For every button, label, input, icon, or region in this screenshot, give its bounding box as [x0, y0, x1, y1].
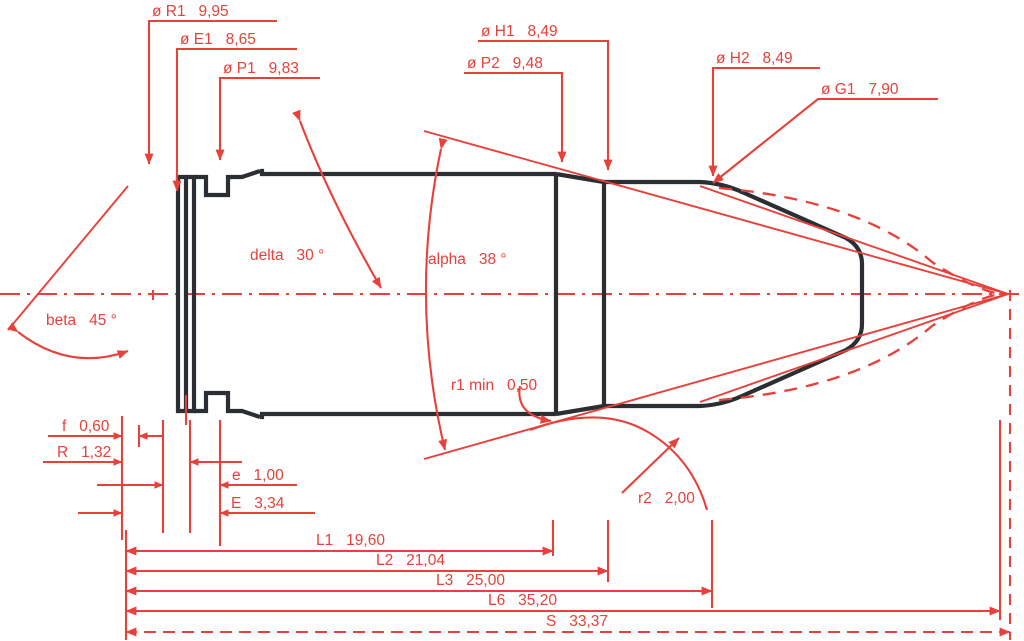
- radius-label-r1: r1 min 0,50: [451, 377, 538, 394]
- dimension-callout-E1: ø E1 8,65: [172, 31, 297, 192]
- angle-label-beta: beta 45 °: [46, 312, 117, 329]
- angle-callout-beta: beta 45 °: [7, 312, 129, 360]
- cone-construction-lines: [7, 130, 1009, 460]
- length-label-L6: L6 35,20: [488, 592, 557, 609]
- dimension-callout-G1: ø G1 7,90: [712, 81, 938, 184]
- detail-label-f: f 0,60: [62, 418, 110, 435]
- angle-callout-alpha: alpha 38 °: [424, 137, 507, 451]
- angle-label-alpha: alpha 38 °: [428, 251, 507, 268]
- dimension-callout-P2: ø P2 9,48: [464, 55, 567, 163]
- radius-callout-r1: r1 min 0,50: [451, 377, 552, 424]
- length-label-L1: L1 19,60: [316, 532, 385, 549]
- length-label-S: S 33,37: [546, 613, 608, 630]
- dimension-label-P2: ø P2 9,48: [467, 55, 543, 72]
- dimension-label-H2: ø H2 8,49: [716, 50, 793, 67]
- dimension-callout-H1: ø H1 8,49: [478, 23, 613, 171]
- dimension-callout-R1: ø R1 9,95: [144, 3, 277, 165]
- ogive-projection-curve: [718, 186, 1001, 402]
- dimension-label-H1: ø H1 8,49: [481, 23, 558, 40]
- dimension-label-P1: ø P1 9,83: [223, 60, 299, 77]
- dimension-label-G1: ø G1 7,90: [821, 81, 899, 98]
- detail-label-E: E 3,34: [231, 495, 285, 512]
- rim-reference-ticks: [151, 290, 188, 425]
- radius-label-r2: r2 2,00: [638, 490, 695, 507]
- dimension-label-R1: ø R1 9,95: [152, 3, 229, 20]
- radius-callout-r2: r2 2,00: [529, 416, 709, 511]
- length-dimension-chain: L1 19,60 L2 21,04 L3 25,00 L6 35,20 S 33…: [124, 290, 1012, 640]
- cartridge-case-outline: [175, 168, 686, 420]
- rim-detail-dimension-grid: f 0,60 R 1,32 e 1,00 E 3,34: [43, 416, 315, 546]
- angle-callout-delta: delta 30 °: [250, 109, 382, 289]
- length-label-L3: L3 25,00: [436, 572, 505, 589]
- dimension-callout-P1: ø P1 9,83: [215, 60, 320, 161]
- length-label-L2: L2 21,04: [376, 552, 445, 569]
- dimension-label-E1: ø E1 8,65: [180, 31, 256, 48]
- bullet-outline: [683, 179, 865, 409]
- detail-label-e: e 1,00: [232, 467, 284, 484]
- angle-label-delta: delta 30 °: [250, 247, 324, 264]
- dimension-callout-H2: ø H2 8,49: [708, 50, 820, 177]
- detail-label-R: R 1,32: [57, 444, 111, 461]
